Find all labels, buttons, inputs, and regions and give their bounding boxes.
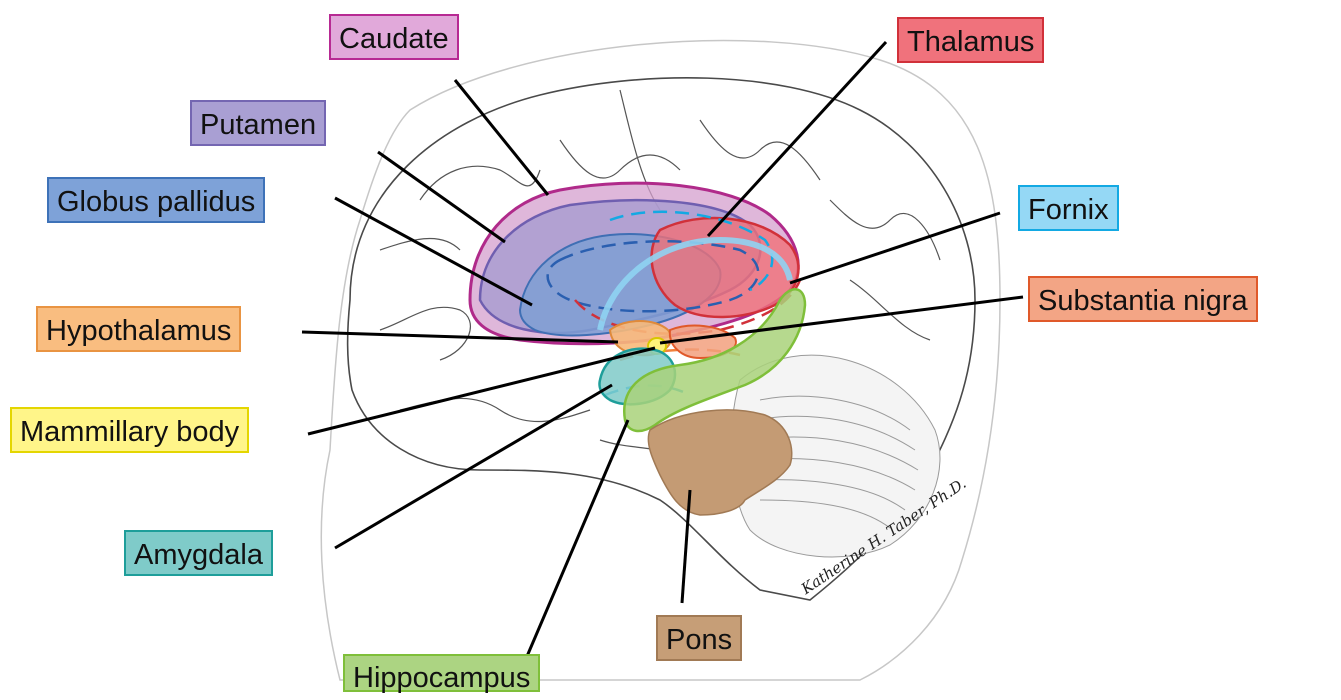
amygdala-label: Amygdala [124, 530, 273, 576]
hypothalamus-label: Hypothalamus [36, 306, 241, 352]
leader-thalamus [708, 42, 886, 236]
hippocampus-label: Hippocampus [343, 654, 540, 692]
leader-hippocampus [525, 420, 628, 661]
fornix-label: Fornix [1018, 185, 1119, 231]
leader-putamen [378, 152, 505, 242]
putamen-label: Putamen [190, 100, 326, 146]
caudate-label: Caudate [329, 14, 459, 60]
leader-amygdala [335, 385, 612, 548]
mammillary-body-label: Mammillary body [10, 407, 249, 453]
globus-pallidus-label: Globus pallidus [47, 177, 265, 223]
pons-label: Pons [656, 615, 742, 661]
substantia-nigra-label: Substantia nigra [1028, 276, 1258, 322]
thalamus-structure [652, 218, 799, 317]
thalamus-label: Thalamus [897, 17, 1044, 63]
